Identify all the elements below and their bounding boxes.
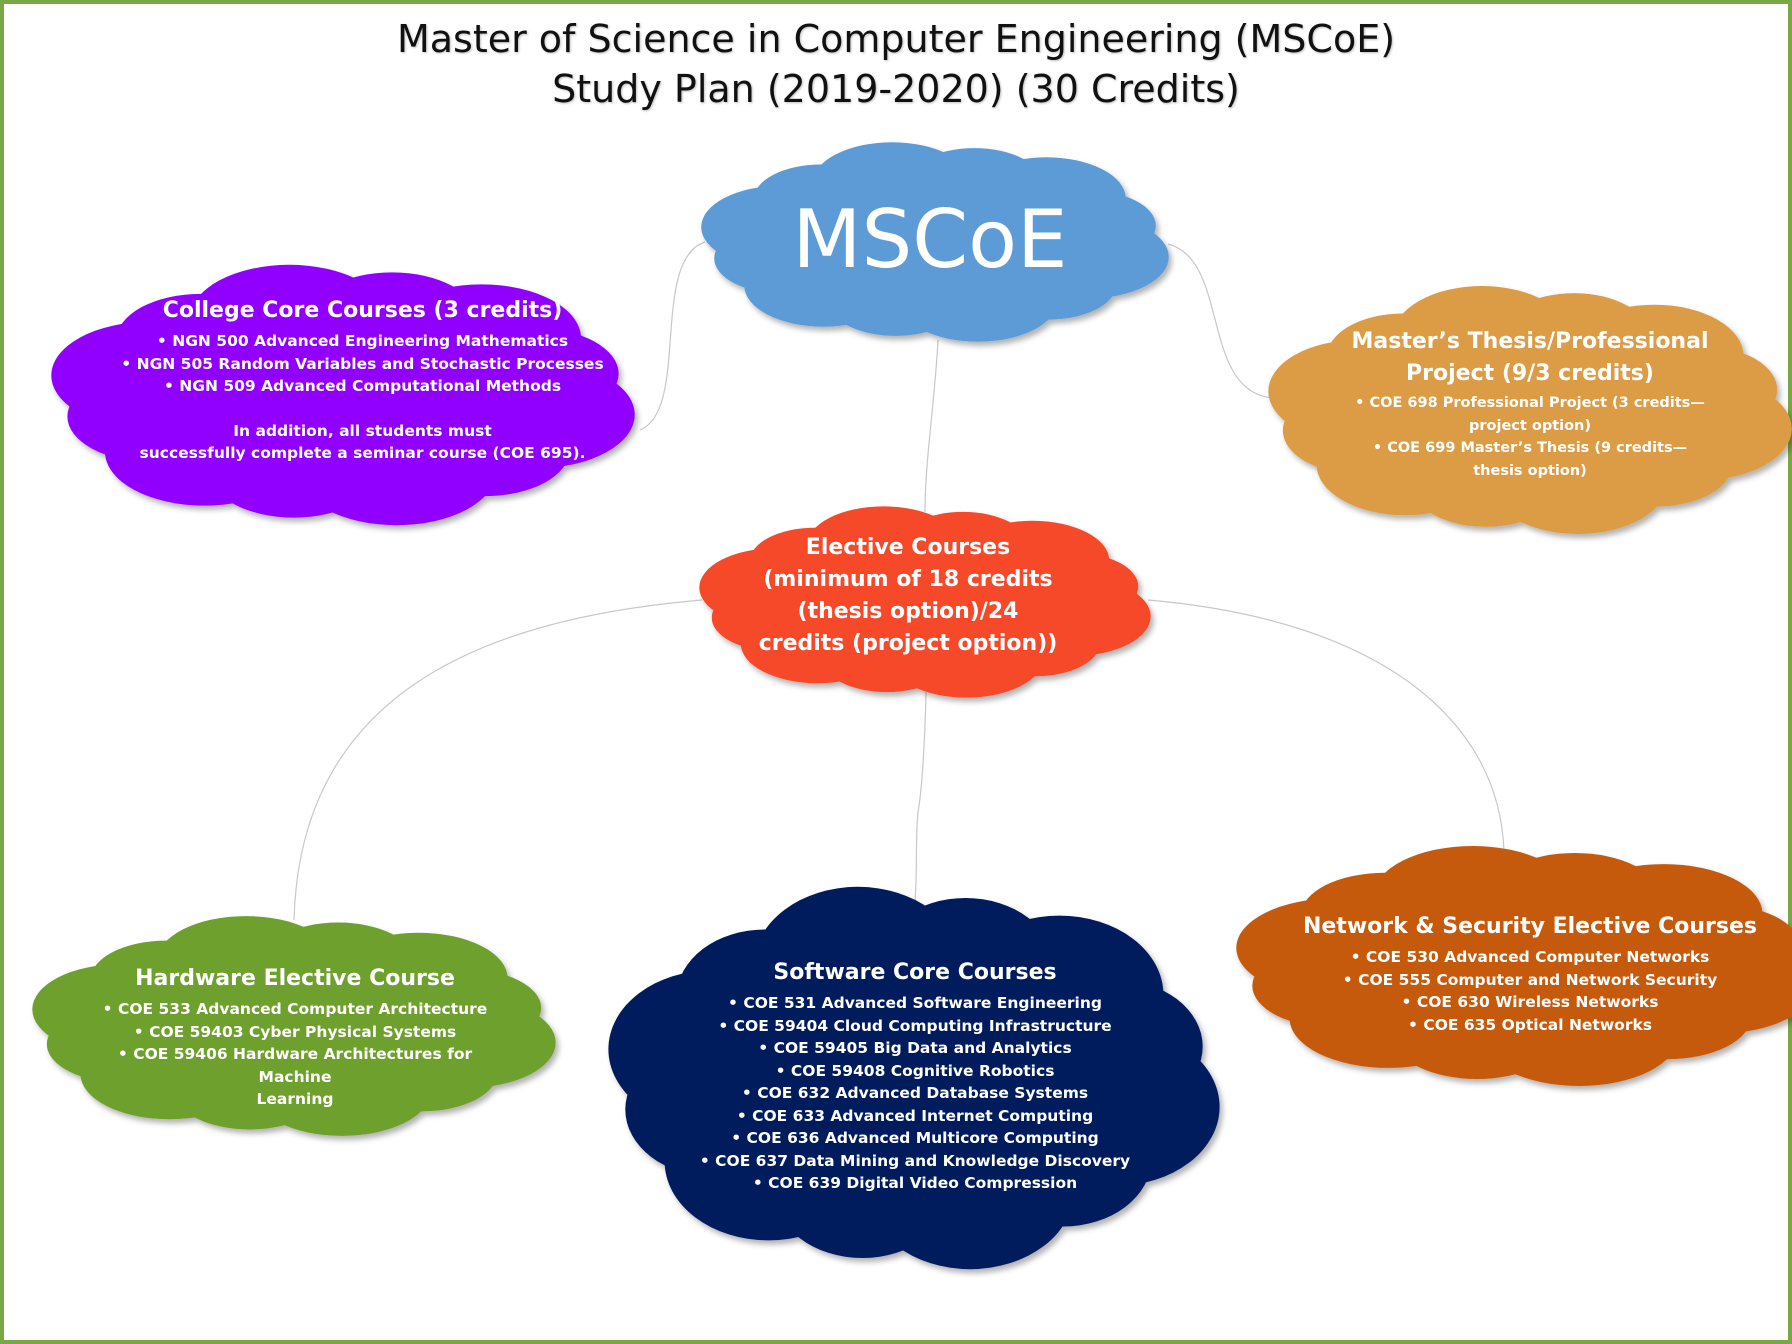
list-item-continuation: Learning: [256, 1090, 334, 1108]
connector-elective-hardware: [293, 599, 703, 921]
list-item-text: thesis option): [1473, 462, 1587, 479]
list-item: NGN 505 Random Variables and Stochastic …: [120, 353, 605, 376]
connector-elective-software: [913, 691, 927, 913]
list-item: COE 699 Master’s Thesis (9 credits— thesi…: [1300, 437, 1760, 482]
list-item: COE 637 Data Mining and Knowledge Discov…: [690, 1150, 1140, 1173]
list-item: COE 555 Computer and Network Security: [1300, 969, 1760, 992]
list-item: COE 59403 Cyber Physical Systems: [80, 1021, 510, 1044]
list-item-text: COE 699 Master’s Thesis (9 credits—: [1387, 440, 1688, 456]
list-item: COE 636 Advanced Multicore Computing: [690, 1127, 1140, 1150]
list-item-text: COE 698 Professional Project (3 credits—: [1369, 395, 1705, 411]
elective-line: credits (project option)): [758, 631, 1058, 656]
connector-center-college: [639, 241, 706, 431]
elective-line: (minimum of 18 credits: [763, 567, 1053, 592]
list-item: COE 59406 Hardware Architectures for Mac…: [80, 1043, 510, 1088]
list-item: COE 635 Optical Networks: [1300, 1014, 1760, 1037]
elective-line: Elective Courses: [805, 535, 1011, 560]
title-line-1: Master of Science in Computer Engineerin…: [396, 17, 1396, 61]
list-item: COE 530 Advanced Computer Networks: [1300, 946, 1760, 969]
diagram-title: Master of Science in Computer Engineerin…: [0, 14, 1792, 114]
note-line: In addition, all students must: [233, 421, 492, 440]
list-item: COE 59404 Cloud Computing Infrastructure: [690, 1015, 1140, 1038]
list-item: NGN 509 Advanced Computational Methods: [120, 375, 605, 398]
elective-line: (thesis option)/24: [797, 599, 1019, 624]
hardware-node: Hardware Elective Course COE 533 Advance…: [80, 964, 510, 1111]
network-heading: Network & Security Elective Courses: [1302, 914, 1758, 939]
network-node: Network & Security Elective Courses COE …: [1300, 912, 1760, 1036]
software-heading: Software Core Courses: [773, 960, 1057, 985]
list-item: COE 698 Professional Project (3 credits—…: [1300, 392, 1760, 437]
college-core-heading: College Core Courses (3 credits): [162, 298, 563, 323]
center-cloud: [701, 142, 1169, 342]
connector-lines: [293, 241, 1505, 921]
thesis-heading-line-2: Project (9/3 credits): [1406, 361, 1654, 386]
elective-cloud: [699, 506, 1151, 698]
list-item: COE 633 Advanced Internet Computing: [690, 1105, 1140, 1128]
note-line: successfully complete a seminar course (…: [139, 444, 586, 462]
list-item-text: project option): [1468, 417, 1592, 434]
list-item: COE 533 Advanced Computer Architecture: [80, 998, 510, 1021]
list-item: COE 630 Wireless Networks: [1300, 991, 1760, 1014]
elective-node: Elective Courses (minimum of 18 credits …: [728, 532, 1088, 660]
thesis-node: Master’s Thesis/Professional Project (9/…: [1300, 326, 1760, 482]
college-core-node: College Core Courses (3 credits) NGN 500…: [120, 296, 605, 465]
connector-center-elective: [924, 339, 939, 513]
list-item: COE 639 Digital Video Compression: [690, 1172, 1140, 1195]
software-node: Software Core Courses COE 531 Advanced S…: [690, 958, 1140, 1195]
list-item: NGN 500 Advanced Engineering Mathematics: [120, 330, 605, 353]
center-node-label: MSCoE: [792, 193, 1068, 286]
list-item: COE 59405 Big Data and Analytics: [690, 1037, 1140, 1060]
connector-elective-network: [1147, 599, 1505, 853]
list-item: COE 531 Advanced Software Engineering: [690, 992, 1140, 1015]
list-item: COE 59408 Cognitive Robotics: [690, 1060, 1140, 1083]
connector-center-thesis: [1167, 243, 1273, 399]
list-item: COE 632 Advanced Database Systems: [690, 1082, 1140, 1105]
hardware-heading: Hardware Elective Course: [135, 966, 455, 991]
title-line-2: Study Plan (2019-2020) (30 Credits): [552, 67, 1240, 111]
college-core-note: In addition, all students must successfu…: [120, 420, 605, 465]
thesis-heading-line-1: Master’s Thesis/Professional: [1351, 329, 1709, 354]
